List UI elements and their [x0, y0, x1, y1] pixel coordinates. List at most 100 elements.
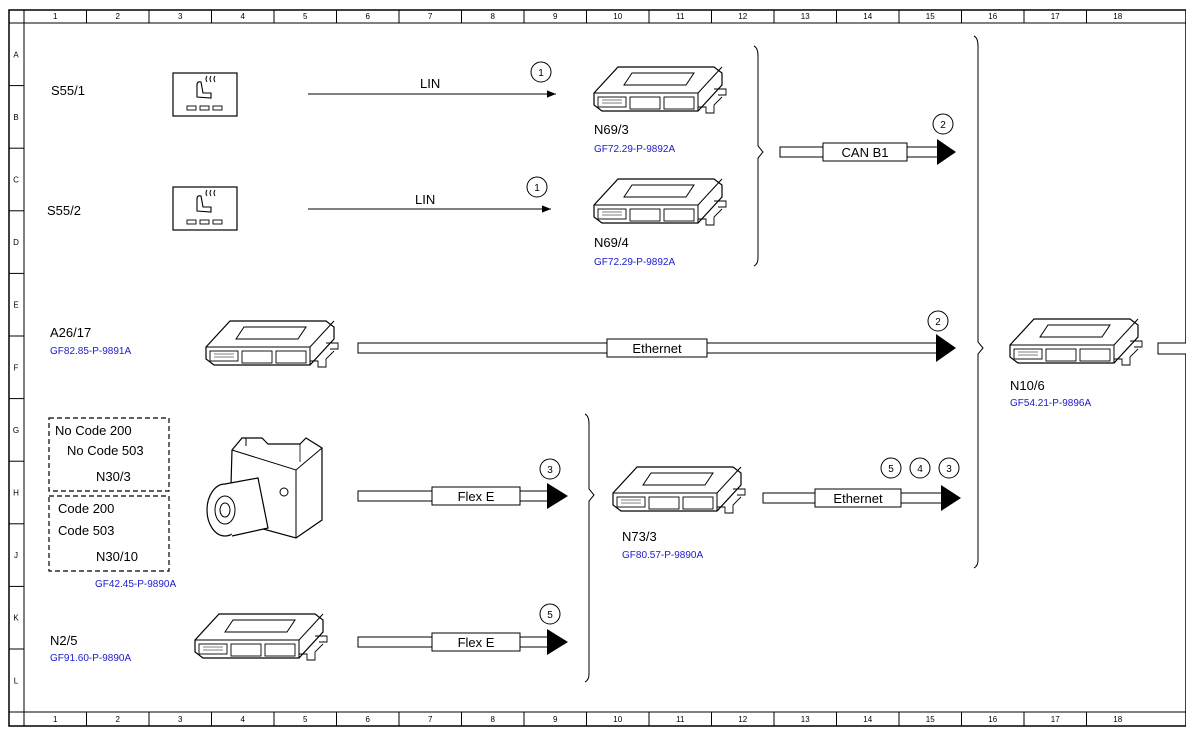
- flex-e-label: Flex E: [458, 489, 495, 504]
- row-label: G: [13, 426, 19, 435]
- n69-3-reference[interactable]: GF72.29-P-9892A: [594, 144, 675, 155]
- column-label: 7: [428, 12, 433, 21]
- flex-e-abs-connection: Flex E 3: [357, 458, 568, 509]
- lin-label: LIN: [420, 76, 440, 91]
- column-label: 12: [738, 12, 747, 21]
- n69-3-component[interactable]: N69/3 GF72.29-P-9892A: [593, 66, 727, 155]
- control-unit-icon: [194, 613, 328, 661]
- column-label: 10: [613, 715, 622, 724]
- lin-connection-1: LIN 1: [308, 61, 556, 98]
- n2-5-reference[interactable]: GF91.60-P-9890A: [50, 653, 131, 664]
- abs-hydraulic-unit-icon: [206, 437, 323, 539]
- a26-17-label: A26/17: [50, 325, 91, 340]
- connection-marker: 1: [538, 68, 544, 79]
- row-label: E: [13, 301, 18, 310]
- n10-6-reference[interactable]: GF54.21-P-9896A: [1010, 398, 1091, 409]
- row-label: L: [14, 676, 19, 685]
- column-label: 3: [178, 12, 183, 21]
- row-label: C: [13, 176, 19, 185]
- control-unit-icon: [593, 178, 727, 226]
- n30-10-variant-box[interactable]: Code 200 Code 503 N30/10: [48, 495, 170, 572]
- column-label: 8: [491, 12, 496, 21]
- connection-marker: 2: [940, 120, 946, 131]
- row-label: J: [14, 551, 18, 560]
- a26-17-component[interactable]: A26/17 GF82.85-P-9891A: [50, 320, 339, 368]
- seat-heating-switch-icon: [172, 186, 238, 231]
- n30-3-label: N30/3: [96, 469, 131, 484]
- connection-marker: 3: [547, 465, 553, 476]
- group-brace: [973, 35, 984, 569]
- column-label: 14: [863, 12, 872, 21]
- column-label: 2: [116, 715, 121, 724]
- column-label: 14: [863, 715, 872, 724]
- n30-10-code-line1: Code 200: [58, 501, 114, 516]
- n69-4-label: N69/4: [594, 235, 629, 250]
- column-label: 9: [553, 12, 558, 21]
- column-label: 4: [241, 12, 246, 21]
- n30-10-code-line2: Code 503: [58, 523, 114, 538]
- column-label: 11: [676, 12, 685, 21]
- column-label: 18: [1113, 12, 1122, 21]
- n69-4-component[interactable]: N69/4 GF72.29-P-9892A: [593, 178, 727, 268]
- flex-e-n2-connection: Flex E 5: [357, 603, 568, 655]
- column-label: 15: [926, 715, 935, 724]
- control-unit-icon: [205, 320, 339, 368]
- column-label: 8: [491, 715, 496, 724]
- row-label: B: [13, 113, 18, 122]
- row-label: A: [13, 50, 19, 59]
- s55-2-component[interactable]: S55/2: [47, 186, 238, 231]
- s55-2-label: S55/2: [47, 203, 81, 218]
- seat-heating-switch-icon: [172, 72, 238, 117]
- column-label: 17: [1051, 12, 1060, 21]
- n2-5-label: N2/5: [50, 633, 77, 648]
- n30-3-variant-box[interactable]: No Code 200 No Code 503 N30/3: [48, 417, 170, 492]
- lin-label: LIN: [415, 192, 435, 207]
- can-b1-connection: CAN B1 2: [779, 113, 956, 165]
- ethernet-label: Ethernet: [833, 491, 883, 506]
- column-label: 6: [366, 715, 371, 724]
- connection-marker: 2: [935, 317, 941, 328]
- column-label: 12: [738, 715, 747, 724]
- a26-17-reference[interactable]: GF82.85-P-9891A: [50, 346, 131, 357]
- connection-marker: 4: [917, 464, 923, 475]
- column-label: 1: [53, 715, 58, 724]
- n69-3-label: N69/3: [594, 122, 629, 137]
- column-label: 4: [241, 715, 246, 724]
- n30-reference[interactable]: GF42.45-P-9890A: [95, 579, 176, 590]
- column-label: 18: [1113, 715, 1122, 724]
- s55-1-label: S55/1: [51, 83, 85, 98]
- row-label: F: [14, 363, 19, 372]
- column-label: 7: [428, 715, 433, 724]
- connection-marker: 3: [946, 464, 952, 475]
- s55-1-component[interactable]: S55/1: [51, 72, 238, 117]
- n73-3-reference[interactable]: GF80.57-P-9890A: [622, 550, 703, 561]
- ethernet-n73-connection: Ethernet 5 4 3: [762, 457, 961, 511]
- group-brace: [584, 413, 595, 683]
- column-label: 6: [366, 12, 371, 21]
- column-label: 16: [988, 12, 997, 21]
- connection-marker: 5: [888, 464, 894, 475]
- connection-marker: 1: [534, 183, 540, 194]
- n2-5-component[interactable]: N2/5 GF91.60-P-9890A: [50, 613, 328, 664]
- flex-e-label: Flex E: [458, 635, 495, 650]
- column-label: 13: [801, 715, 810, 724]
- row-label: D: [13, 238, 19, 247]
- connection-marker: 5: [547, 610, 553, 621]
- n30-10-label: N30/10: [96, 549, 138, 564]
- n69-4-reference[interactable]: GF72.29-P-9892A: [594, 257, 675, 268]
- column-label: 1: [53, 12, 58, 21]
- column-label: 15: [926, 12, 935, 21]
- column-label: 16: [988, 715, 997, 724]
- n73-3-component[interactable]: N73/3 GF80.57-P-9890A: [612, 466, 746, 561]
- group-brace: [753, 45, 764, 267]
- n10-6-component[interactable]: N10/6 GF54.21-P-9896A: [1009, 318, 1186, 409]
- control-unit-icon: [593, 66, 727, 114]
- column-label: 5: [303, 715, 308, 724]
- n10-6-label: N10/6: [1010, 378, 1045, 393]
- ethernet-label: Ethernet: [632, 341, 682, 356]
- row-label: H: [13, 489, 19, 498]
